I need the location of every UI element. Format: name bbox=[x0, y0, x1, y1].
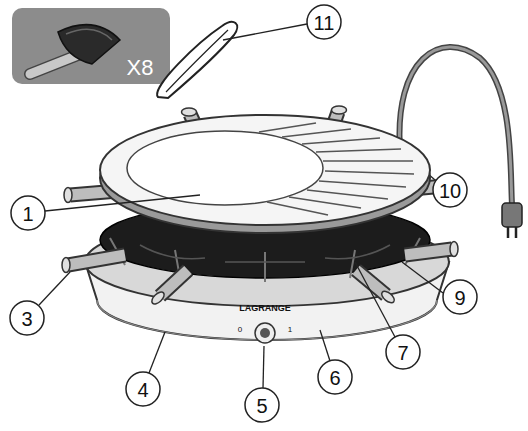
raclette-pan bbox=[58, 25, 120, 64]
callout-number: 10 bbox=[439, 181, 461, 201]
pan-handles bbox=[62, 106, 462, 306]
switch-mark: 0 bbox=[238, 326, 242, 334]
callout-number: 1 bbox=[22, 204, 33, 224]
callout-number: 5 bbox=[256, 396, 267, 416]
callout-number: 6 bbox=[329, 368, 340, 388]
callout-number: 7 bbox=[397, 343, 408, 363]
spatula-tool bbox=[157, 22, 237, 98]
leader-lines bbox=[39, 195, 443, 388]
power-switch bbox=[255, 323, 275, 343]
brand-name: LAGRANGE bbox=[239, 304, 291, 313]
callout-number: 3 bbox=[21, 309, 32, 329]
switch-mark: 1 bbox=[288, 326, 292, 334]
quantity-label: X8 bbox=[127, 57, 154, 79]
plug bbox=[502, 203, 522, 227]
accessory-panel bbox=[12, 8, 170, 84]
callout-number: 11 bbox=[314, 13, 335, 33]
callout-number: 4 bbox=[137, 380, 148, 400]
callout-circles bbox=[10, 5, 477, 422]
grill-plate bbox=[100, 115, 430, 225]
callout-number: 9 bbox=[454, 288, 465, 308]
grill-grooves bbox=[259, 123, 414, 215]
leader-line bbox=[223, 24, 307, 40]
